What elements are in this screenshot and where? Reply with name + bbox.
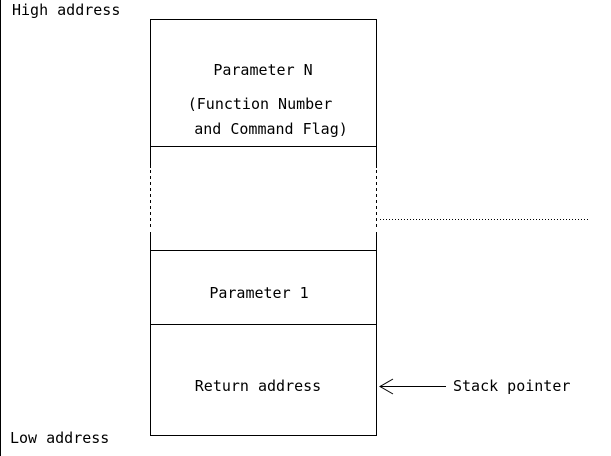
stack-pointer-label: Stack pointer xyxy=(453,377,570,395)
low-address-label: Low address xyxy=(10,429,109,447)
return-address-block: Return address xyxy=(150,325,377,436)
parameter-n-detail-line2: and Command Flag) xyxy=(194,120,348,138)
parameter-n-detail-line1: (Function Number xyxy=(188,95,333,113)
parameter-1-block: Parameter 1 xyxy=(150,250,377,325)
parameter-n-title: Parameter N xyxy=(213,61,312,79)
high-address-label: High address xyxy=(12,1,120,19)
stack-pointer-arrow xyxy=(378,378,446,395)
return-address-label: Return address xyxy=(195,377,321,395)
omitted-parameters-section xyxy=(150,147,588,251)
arrow-head-icon xyxy=(378,378,394,395)
parameter-n-block: Parameter N (Function Number and Command… xyxy=(150,19,377,147)
parameter-1-label: Parameter 1 xyxy=(209,284,308,302)
